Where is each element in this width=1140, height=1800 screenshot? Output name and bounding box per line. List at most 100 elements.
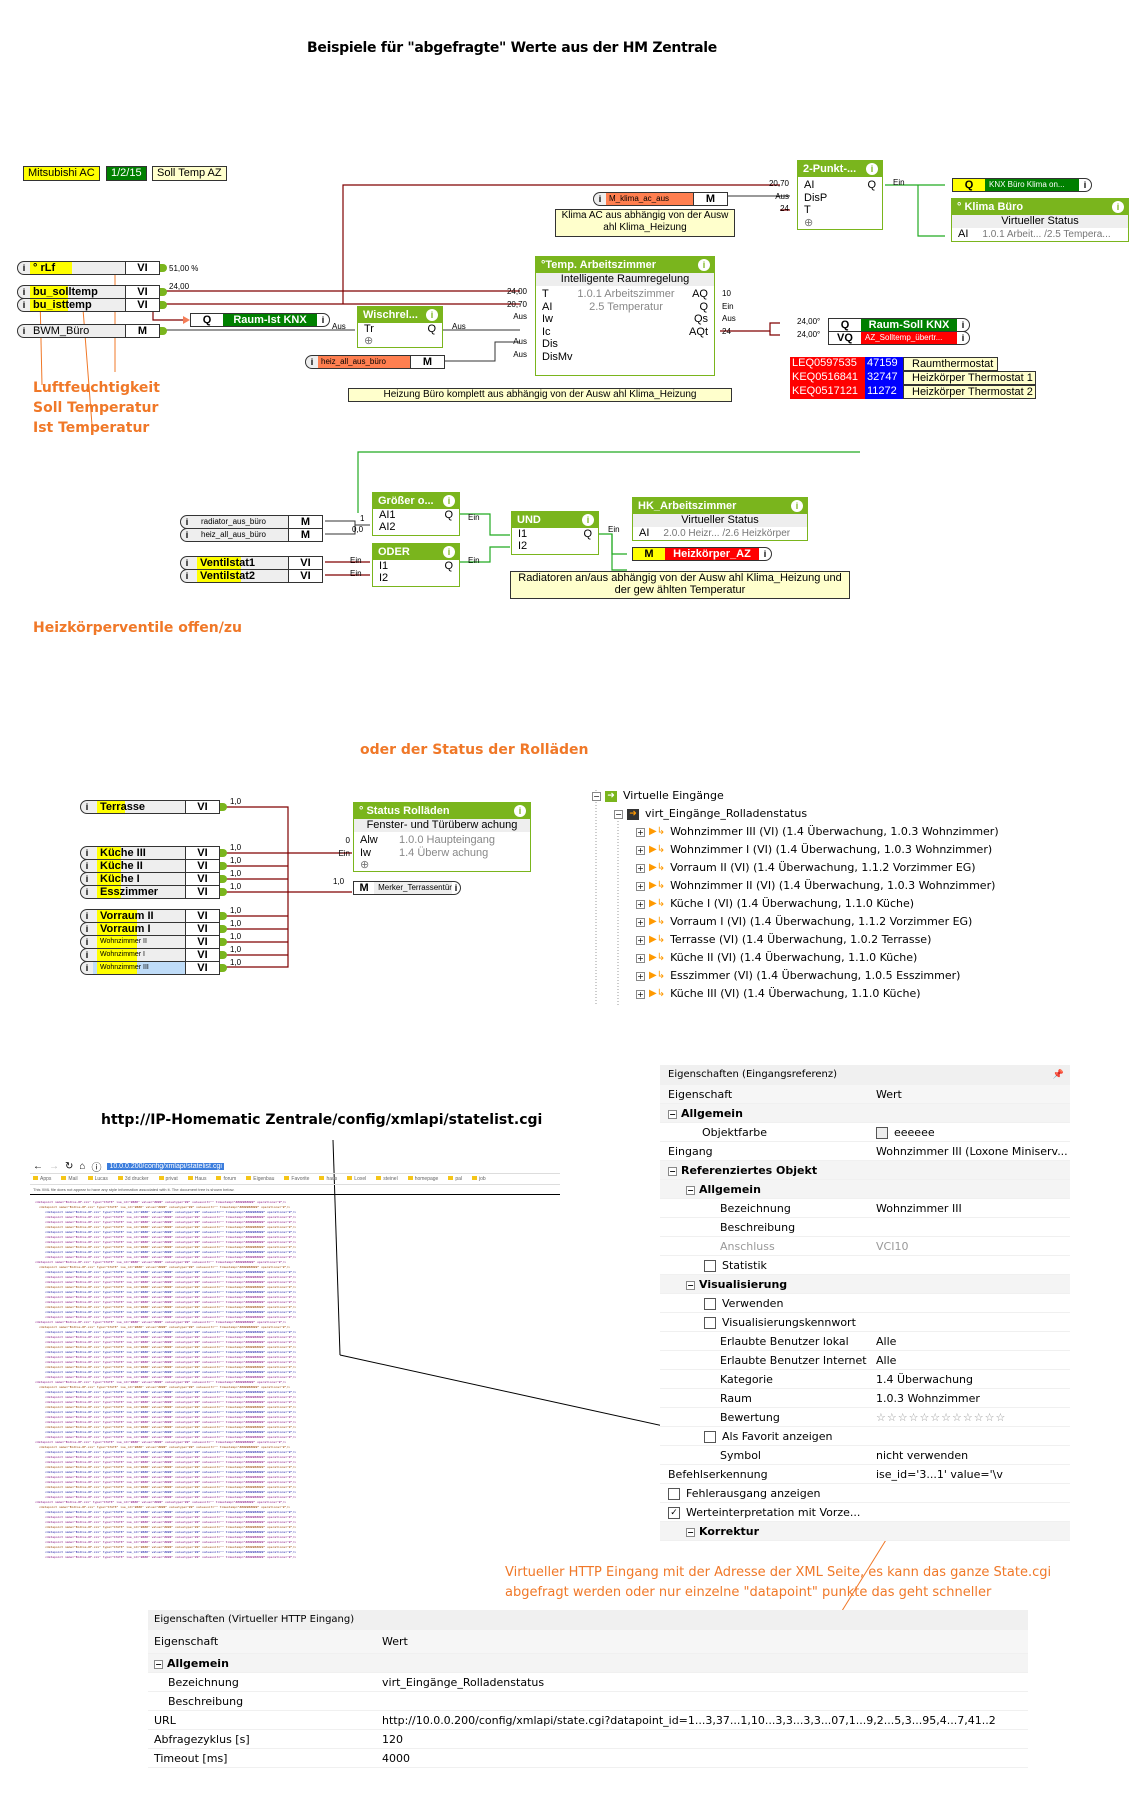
tree-item[interactable]: +▶↳Vorraum I (VI) (1.4 Überwachung, 1.1.… (636, 913, 999, 931)
output-pin[interactable] (160, 264, 167, 272)
expand-icon[interactable]: + (636, 935, 645, 945)
info-icon[interactable]: i (698, 259, 710, 271)
output-pin[interactable] (220, 912, 227, 920)
reload-icon[interactable]: ↻ (65, 1161, 74, 1172)
tree-node-virt-eingaenge-rolladenstatus[interactable]: −➜virt_Eingänge_Rolladenstatus (614, 807, 808, 820)
expand-icon[interactable]: + (636, 899, 645, 909)
address-bar[interactable]: 10.0.0.200/config/xmlapi/statelist.cgi (107, 1163, 224, 1170)
output-pin[interactable] (220, 951, 227, 959)
property-row[interactable]: Beschreibung (148, 1692, 1028, 1711)
info-icon[interactable]: i (1112, 201, 1124, 213)
add-input-icon[interactable]: ⊕ (360, 859, 370, 871)
back-icon[interactable]: ← (33, 1161, 43, 1172)
property-row[interactable]: ✓Werteinterpretation mit Vorze... (660, 1503, 1070, 1522)
color-swatch[interactable] (876, 1127, 888, 1139)
output-pin[interactable] (220, 875, 227, 883)
expand-icon[interactable]: + (636, 845, 645, 855)
bookmark-item[interactable]: Eigenbau (246, 1174, 274, 1184)
info-icon[interactable]: i (22, 263, 26, 273)
info-icon[interactable]: i (85, 937, 89, 947)
checkbox[interactable] (668, 1488, 680, 1500)
expand-icon[interactable]: + (636, 827, 645, 837)
info-icon[interactable]: i (85, 874, 89, 884)
tree-item[interactable]: +▶↳Küche I (VI) (1.4 Überwachung, 1.1.0 … (636, 895, 999, 913)
bookmark-item[interactable]: 3d drucker (117, 1174, 149, 1184)
info-icon[interactable]: i (443, 546, 455, 558)
output-pin[interactable] (220, 803, 227, 811)
info-icon[interactable]: i (866, 163, 878, 175)
tree-item[interactable]: +▶↳Wohnzimmer II (VI) (1.4 Überwachung, … (636, 877, 999, 895)
info-icon[interactable]: i (85, 911, 89, 921)
add-input-icon[interactable]: ⊕ (364, 335, 374, 347)
tree-item[interactable]: +▶↳Küche III (VI) (1.4 Überwachung, 1.1.… (636, 985, 999, 1003)
tree-item[interactable]: +▶↳Wohnzimmer III (VI) (1.4 Überwachung,… (636, 823, 999, 841)
info-icon[interactable]: i (598, 194, 602, 204)
collapse-icon[interactable]: − (686, 1186, 695, 1195)
column-header-eigenschaft[interactable]: Eigenschaft (668, 1088, 733, 1101)
bookmark-item[interactable]: haus (319, 1174, 337, 1184)
info-icon[interactable]: i (185, 571, 189, 581)
property-row[interactable]: Visualisierungskennwort (660, 1313, 1070, 1332)
bookmark-item[interactable]: job (472, 1174, 486, 1184)
property-row[interactable]: Fehlerausgang anzeigen (660, 1484, 1070, 1503)
output-pin[interactable] (160, 288, 167, 296)
property-row[interactable]: −Referenziertes Objekt (660, 1161, 1070, 1180)
info-icon[interactable]: i (443, 495, 455, 507)
bookmark-item[interactable]: pal (448, 1174, 462, 1184)
output-pin[interactable] (220, 938, 227, 946)
bookmark-item[interactable]: Mail (61, 1174, 78, 1184)
property-row[interactable]: Abfragezyklus [s]120 (148, 1730, 1028, 1749)
property-row[interactable]: Bewertung☆☆☆☆☆☆☆☆☆☆☆☆ (660, 1408, 1070, 1427)
collapse-icon[interactable]: − (614, 809, 623, 819)
expand-icon[interactable]: + (636, 971, 645, 981)
collapse-icon[interactable]: − (592, 791, 601, 801)
info-icon[interactable]: i (185, 530, 189, 540)
info-icon[interactable]: i (763, 549, 767, 559)
info-icon[interactable]: i (426, 309, 438, 321)
info-icon[interactable]: i (22, 287, 26, 297)
info-icon[interactable]: i (85, 848, 89, 858)
property-row[interactable]: Statistik (660, 1256, 1070, 1275)
property-row[interactable]: Timeout [ms]4000 (148, 1749, 1028, 1768)
property-row[interactable]: Verwenden (660, 1294, 1070, 1313)
home-icon[interactable]: ⌂ (79, 1161, 86, 1172)
collapse-icon[interactable]: − (668, 1110, 677, 1119)
collapse-icon[interactable]: − (686, 1528, 695, 1537)
expand-icon[interactable]: + (636, 917, 645, 927)
info-icon[interactable]: i (1083, 180, 1087, 190)
expand-icon[interactable]: + (636, 881, 645, 891)
column-header-wert[interactable]: Wert (876, 1088, 902, 1101)
tree-item[interactable]: +▶↳Wohnzimmer I (VI) (1.4 Überwachung, 1… (636, 841, 999, 859)
info-icon[interactable]: i (185, 517, 189, 527)
property-row[interactable]: −Allgemein (660, 1104, 1070, 1123)
column-header-wert[interactable]: Wert (382, 1635, 408, 1648)
output-pin[interactable] (220, 888, 227, 896)
checkbox[interactable] (704, 1298, 716, 1310)
bookmark-item[interactable]: Favorite (284, 1174, 309, 1184)
expand-icon[interactable]: + (636, 989, 645, 999)
